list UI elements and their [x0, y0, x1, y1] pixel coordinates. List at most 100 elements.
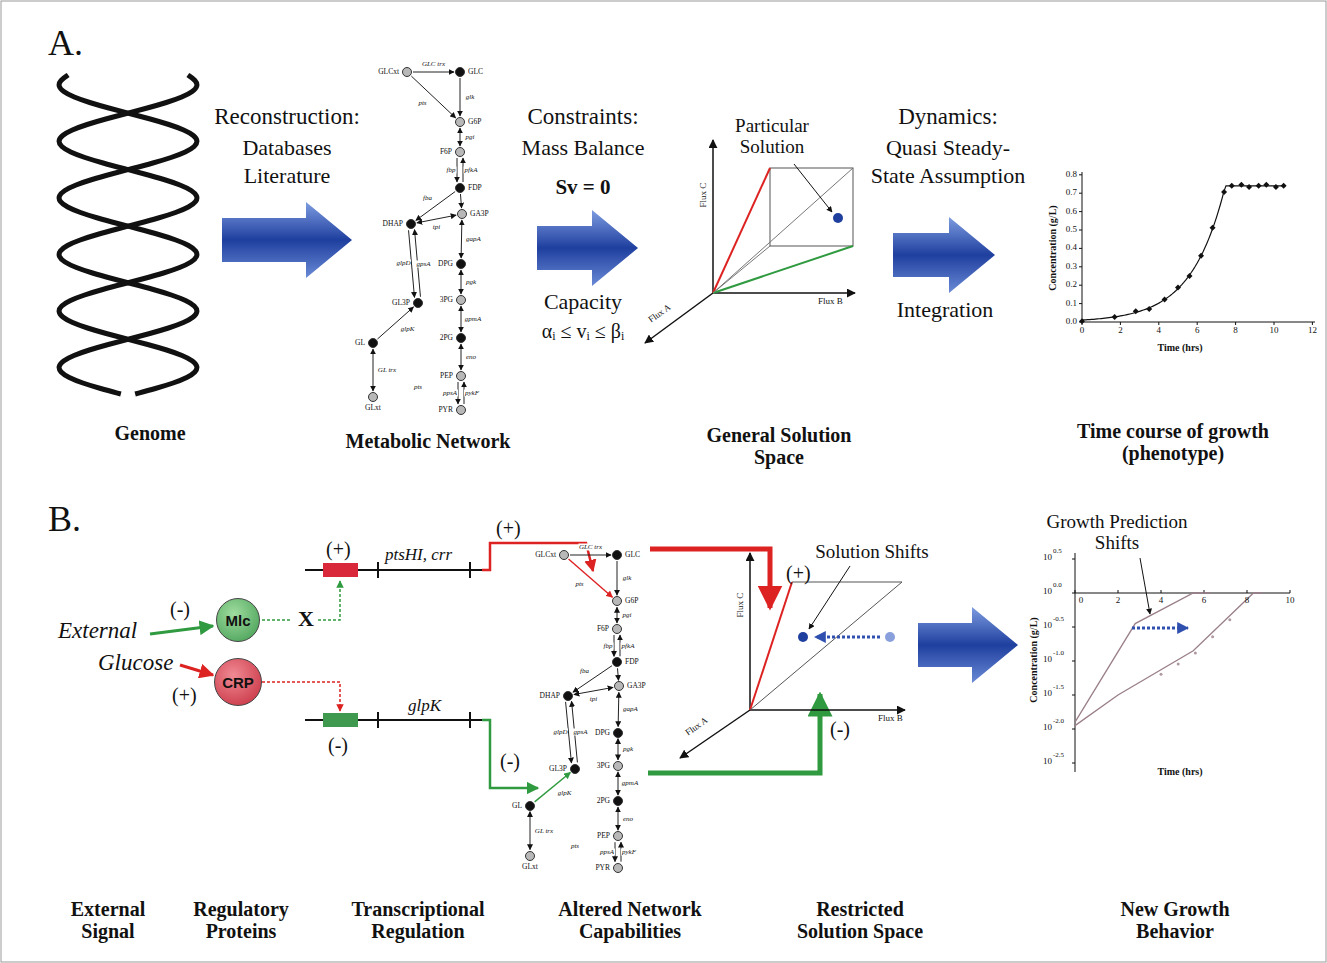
label-flux: Flux A: [647, 303, 673, 325]
enzyme-label: eno: [622, 815, 634, 822]
label-tick: 10: [1043, 655, 1052, 665]
label-ext: Glucose: [98, 650, 173, 675]
enzyme-label: pykF: [621, 848, 637, 855]
tick-mark: [1072, 763, 1075, 764]
label-x: X: [298, 607, 314, 631]
metabolite-label: G6P: [625, 598, 638, 606]
constraint-arrow: [650, 549, 770, 608]
flux-axis: [680, 710, 750, 758]
enzyme-label: gapA: [622, 706, 639, 713]
enzyme-label: gpmA: [621, 780, 639, 787]
label-sign: (+): [496, 517, 521, 539]
flux-axis: [750, 709, 905, 711]
tick-mark: [1079, 266, 1082, 267]
data-point: [1112, 314, 1118, 320]
tick-mark: [1079, 285, 1082, 286]
metabolite-node: FDP: [455, 183, 465, 193]
metabolite-label: PEP: [597, 832, 610, 840]
enzyme-label: pgk: [622, 746, 634, 753]
label-big: B.: [48, 500, 81, 540]
metabolite-label: F6P: [440, 148, 452, 156]
label-ext: External: [58, 618, 137, 643]
flux-ray: [713, 246, 853, 293]
label-flux: Flux B: [818, 297, 843, 307]
label-tick: 10: [1043, 587, 1052, 597]
label-ann: Particular Solution: [722, 116, 822, 158]
data-point: [1238, 182, 1244, 188]
label-tick: 8: [1233, 326, 1238, 336]
metabolite-label: GLC: [468, 68, 483, 76]
reaction-arrow: [461, 220, 463, 258]
metabolite-node: 3PG: [613, 761, 623, 771]
tick-mark: [1197, 322, 1198, 325]
label-sign: (+): [786, 562, 811, 584]
metabolite-node: FDP: [612, 657, 622, 667]
label-ann: Solution Shifts: [815, 542, 929, 563]
label-tick: 10: [1043, 689, 1052, 699]
flux-axis: [713, 292, 855, 294]
metabolite-node: GA3P: [614, 681, 624, 691]
metabolite-node: GA3P: [457, 209, 467, 219]
enzyme-label: gapA: [465, 236, 482, 243]
tick-mark: [1312, 322, 1313, 325]
metabolite-node: GL: [525, 801, 535, 811]
reaction-arrow: [460, 194, 461, 208]
growth-curve: [1075, 593, 1262, 726]
flux-ray: [750, 582, 792, 710]
enzyme-label: glpK: [557, 790, 573, 797]
metabolite-label: G6P: [468, 118, 481, 126]
label-ax: Time (hrs): [1157, 766, 1202, 777]
label-h2: Databases: [242, 136, 331, 160]
data-point: [1198, 253, 1204, 259]
metabolite-node: G6P: [455, 117, 465, 127]
label-tick: 0.0: [1066, 317, 1077, 327]
label-sign: (+): [326, 538, 351, 560]
shift-arrow: [1132, 627, 1188, 630]
metabolite-node: GLC: [612, 550, 622, 560]
metabolite-label: 2PG: [597, 797, 610, 805]
metabolite-node: 3PG: [456, 295, 466, 305]
metabolite-label: GLxt: [365, 404, 381, 412]
dna-strand: [59, 75, 197, 394]
label-sup: -0.5: [1053, 616, 1064, 624]
enzyme-label: pfkA: [621, 642, 636, 649]
flux-ray: [713, 168, 853, 293]
data-point: [1187, 273, 1193, 279]
reaction-arrow: [530, 812, 531, 850]
promoter-box: [323, 713, 358, 727]
label-tick: 0.7: [1066, 188, 1077, 198]
enzyme-label: gpsA: [416, 260, 432, 267]
reaction-arrow: [460, 78, 461, 116]
enzyme-label: glpD: [552, 728, 568, 735]
reaction-arrow: [569, 559, 613, 597]
tick-mark: [1072, 627, 1075, 628]
tick-mark: [1072, 661, 1075, 662]
reaction-arrow: [460, 128, 461, 146]
metabolite-node: GL: [368, 338, 378, 348]
tick-mark: [1118, 590, 1119, 593]
tick-mark: [1079, 193, 1082, 194]
label-h: Reconstruction:: [214, 104, 360, 129]
signal-arrow: [150, 626, 213, 634]
leader-line: [1140, 558, 1150, 614]
expression-arrow: [482, 543, 593, 571]
label-flux: Flux A: [684, 716, 710, 738]
leader-line: [809, 566, 850, 629]
metabolite-label: 2PG: [440, 334, 453, 342]
label-tick: 10: [1043, 757, 1052, 767]
label-tick: 0: [1079, 596, 1084, 606]
label-cap: New Growth Behavior: [1090, 898, 1260, 942]
metabolite-label: PYR: [438, 406, 453, 414]
label-tick: 0: [1080, 326, 1085, 336]
tick-mark: [1072, 729, 1075, 730]
label-sign: (-): [830, 718, 850, 740]
flux-axis: [712, 140, 714, 293]
metabolite-node: GLC: [455, 67, 465, 77]
enzyme-label: GLC trx: [421, 61, 446, 68]
tick-mark: [1158, 322, 1159, 325]
flux-ray: [750, 582, 902, 710]
data-point: [1133, 308, 1139, 314]
reaction-arrow: [618, 739, 619, 760]
